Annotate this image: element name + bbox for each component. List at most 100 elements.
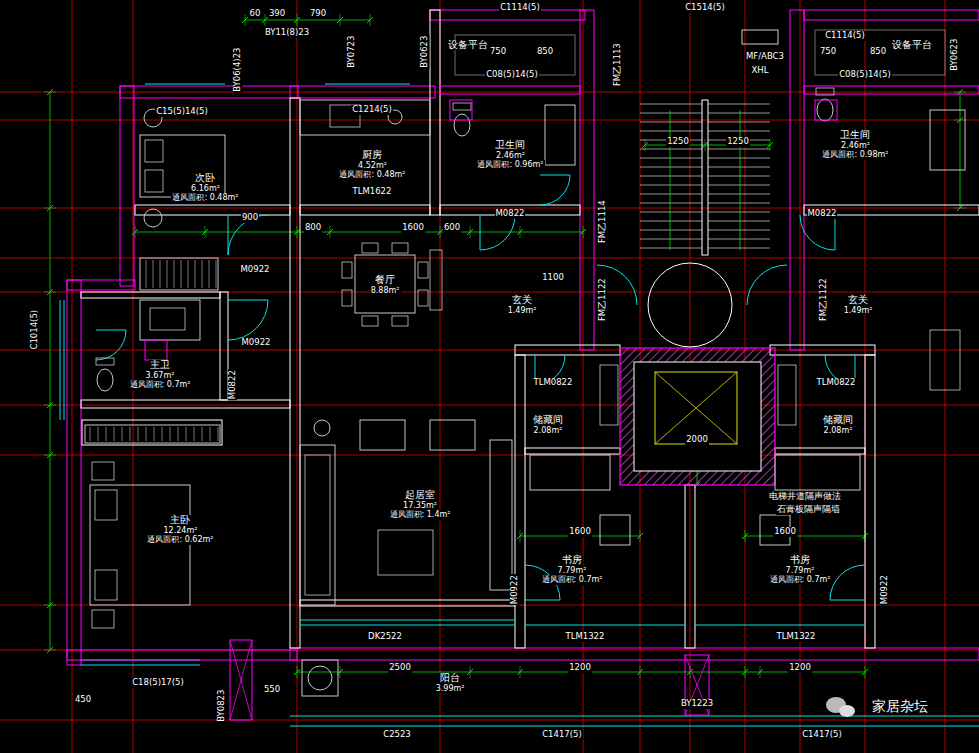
dining-table (355, 255, 415, 313)
chair (362, 243, 378, 253)
dimension-line (50, 92, 51, 650)
room-area: 8.88m² (370, 286, 401, 295)
fire-extinguisher-box (742, 30, 778, 44)
wardrobe-hanger (170, 427, 171, 441)
plan-annotation: M0922 (879, 575, 888, 606)
window-line (325, 84, 410, 85)
window-line (80, 665, 200, 666)
room-area: 7.79m² (557, 566, 588, 575)
room-label: 设备平台 (446, 40, 490, 51)
stair-arrow (740, 110, 741, 250)
dimension-ext (954, 92, 966, 93)
stair-tread (708, 158, 770, 159)
plan-annotation: 1250 (666, 137, 690, 146)
shaft (145, 340, 167, 360)
wall (120, 86, 298, 98)
room-label: 厨房4.52m²通风面积: 0.48m² (337, 150, 408, 179)
wall (82, 420, 222, 445)
plan-annotation: M0822 (495, 209, 526, 218)
plan-annotation: C1417(5) (541, 730, 583, 739)
wall (430, 10, 440, 215)
dimension-line (135, 232, 583, 233)
room-name: 主卧 (169, 515, 191, 526)
stair-tread (640, 122, 702, 123)
plan-annotation: C15(5)14(5) (155, 107, 209, 116)
room-name: 储藏间 (822, 415, 854, 426)
study-chair (600, 515, 630, 545)
shower (930, 110, 965, 170)
stair-tread (708, 122, 770, 123)
wardrobe-hanger (194, 427, 195, 441)
plan-annotation: M0822 (227, 370, 236, 401)
shower (545, 105, 575, 165)
door-swing (800, 215, 835, 250)
room-area: 通风面积: 0.62m² (146, 535, 214, 544)
room-area: 通风面积: 0.96m² (476, 160, 544, 169)
watermark-icon (839, 705, 855, 717)
elevator-cross (655, 372, 737, 444)
room-name: 设备平台 (447, 40, 489, 51)
wardrobe-hanger (130, 427, 131, 441)
wardrobe-hanger (106, 427, 107, 441)
dimension-line (745, 536, 865, 537)
stair-tread (708, 230, 770, 231)
plan-annotation: 450 (74, 695, 92, 704)
room-area: 2.08m² (533, 426, 564, 435)
plan-annotation: C1514(5) (684, 3, 726, 12)
plan-annotation: C18(5)17(5) (131, 678, 185, 687)
plan-annotation: MF/ABC3 (745, 52, 785, 61)
dimension-ext (44, 650, 56, 651)
wardrobe-hanger (154, 427, 155, 441)
wall (81, 400, 290, 408)
plan-annotation: DK2522 (367, 632, 403, 641)
furniture (85, 30, 965, 696)
wardrobe (85, 425, 220, 443)
elevator-shaft-wall (620, 348, 775, 485)
stair-tread (640, 149, 702, 150)
plan-annotation: BY11(8)23 (264, 28, 310, 37)
plan-annotation: 1100 (541, 273, 565, 282)
dimension-ext (297, 14, 298, 26)
plan-annotation: 2000 (685, 435, 709, 444)
wardrobe-hanger (174, 260, 175, 288)
door-swing (480, 215, 515, 250)
wall (440, 86, 580, 94)
wardrobe-hanger (209, 260, 210, 288)
wall (300, 205, 430, 215)
dimension-line (960, 92, 961, 208)
sofa-seat (305, 455, 330, 595)
room-area: 3.99m² (435, 684, 466, 693)
room-label: 起居室17.35m²通风面积: 1.4m² (388, 490, 453, 519)
stair-tread (640, 230, 702, 231)
dimension-ext (705, 139, 706, 151)
stair-tread (640, 158, 702, 159)
room-name: 书房 (789, 555, 811, 566)
wardrobe-hanger (186, 427, 187, 441)
stair-tread (708, 131, 770, 132)
plan-annotation: C1214(5) (351, 105, 393, 114)
dimension-ext (205, 226, 206, 238)
nightstand (144, 209, 162, 227)
room-name: 厨房 (361, 150, 383, 161)
bed (90, 485, 190, 605)
plan-annotation: 790 (309, 9, 327, 18)
plan-annotation: TLM1622 (352, 187, 393, 196)
elevator-shaft (634, 362, 761, 471)
room-area: 4.52m² (357, 161, 388, 170)
wall (120, 86, 134, 286)
plan-annotation: 900 (241, 213, 259, 222)
sliding-door (300, 620, 515, 621)
stair-tread (640, 131, 702, 132)
dimension-ext (297, 666, 298, 678)
wardrobe-hanger (146, 427, 147, 441)
plan-annotation: 1600 (773, 527, 797, 536)
door-swing (830, 565, 865, 600)
room-area: 通风面积: 1.4m² (389, 510, 452, 519)
dimension-ext (440, 226, 441, 238)
axis-line (297, 0, 298, 753)
plan-annotation: 800 (304, 223, 322, 232)
pillow (95, 570, 117, 600)
axis-line (72, 0, 73, 753)
